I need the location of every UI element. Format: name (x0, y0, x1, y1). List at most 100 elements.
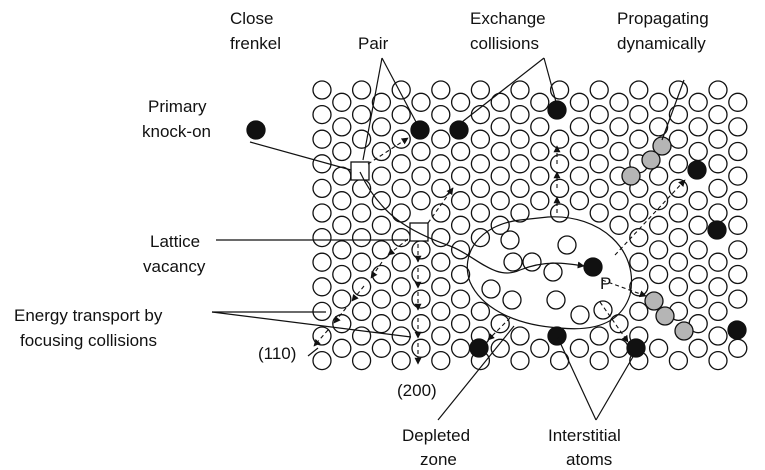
lattice-atom (312, 350, 332, 371)
lattice-atom (589, 326, 609, 346)
lattice-atom (549, 178, 570, 199)
displaced-atom (570, 305, 590, 325)
lattice-atom (510, 80, 530, 100)
label-interstitial-1: Interstitial (548, 426, 621, 445)
lattice-atom (411, 141, 431, 162)
displaced-atom (593, 300, 613, 320)
lattice-atom (648, 264, 669, 285)
lattice-atom (431, 227, 451, 248)
displaced-atom (522, 252, 542, 272)
label-depleted-2: zone (420, 450, 457, 469)
lattice-atom (371, 338, 392, 358)
lattice-atom (312, 227, 332, 248)
lattice-atom (728, 215, 748, 235)
lattice-atom (332, 141, 352, 162)
lattice-atom (609, 338, 629, 358)
lattice-atom (351, 350, 372, 371)
lattice-atom (728, 338, 748, 358)
lattice-atom (312, 277, 332, 297)
lattice-atom (629, 203, 649, 223)
vacancy-square-1 (350, 161, 370, 181)
lattice-atom (450, 215, 471, 235)
label-propagating-2: dynamically (617, 34, 706, 53)
lattice-atom (431, 129, 451, 149)
propagating-atom (655, 306, 675, 326)
lattice-atom (450, 240, 471, 260)
lattice-atom (609, 92, 629, 112)
lattice-atom (668, 104, 689, 125)
lattice-atom (371, 141, 392, 162)
lattice-atom (609, 215, 629, 235)
lattice-atom (391, 203, 411, 223)
lattice-atom (371, 117, 392, 137)
lattice-atom (648, 92, 669, 112)
lattice-atom (510, 203, 530, 223)
lattice-atom (470, 80, 491, 100)
lattice-atom (629, 129, 649, 149)
lattice-atom (688, 264, 708, 285)
lattice-atom (431, 154, 451, 174)
lattice-atom (371, 166, 392, 186)
lattice-atom (688, 191, 708, 211)
lattice-atom (391, 104, 411, 125)
label-energy-1: Energy transport by (14, 306, 163, 325)
lattice-atom (332, 117, 352, 137)
lattice-atom (371, 215, 392, 235)
lattice-atom (351, 203, 372, 223)
lattice-atom (629, 104, 649, 125)
lattice-atom (391, 154, 411, 174)
lattice-atom (371, 264, 392, 285)
interstitial-atom (449, 120, 469, 140)
interstitial-atom (469, 338, 489, 358)
displaced-atom (546, 290, 566, 310)
lattice-atom (351, 252, 372, 272)
lattice-atom (431, 350, 451, 371)
lattice-atom (728, 289, 748, 309)
label-close-frenkel-2: frenkel (230, 34, 281, 53)
lattice-atom (668, 350, 689, 371)
lattice-atom (668, 203, 689, 223)
lattice-atom (351, 227, 372, 248)
lattice-atom (332, 314, 352, 334)
lattice-atom (411, 166, 431, 186)
lattice-atom (530, 117, 550, 137)
lattice-atom (391, 301, 411, 322)
label-pair: Pair (358, 34, 389, 53)
lattice-atom (431, 203, 451, 223)
lattice-atom (530, 191, 550, 211)
label-depleted-1: Depleted (402, 426, 470, 445)
lattice-atom (708, 203, 728, 223)
lattice-atom (431, 277, 451, 297)
lattice-atom (708, 277, 728, 297)
lattice-atom (728, 240, 748, 260)
lattice-atom (629, 227, 649, 248)
lattice-atom (411, 191, 431, 211)
lattice-atom (510, 104, 530, 125)
lattice-atom (332, 338, 352, 358)
lattice-atom (688, 117, 708, 137)
lattice-atom (569, 92, 590, 112)
lattice-atom (431, 252, 451, 272)
lattice-atom (411, 338, 431, 358)
interstitial-atom (410, 120, 430, 140)
displaced-atom (503, 252, 523, 272)
lattice-atom (510, 178, 530, 199)
label-primary-1: Primary (148, 97, 207, 116)
lattice-atom (688, 141, 708, 162)
lattice-atom (530, 141, 550, 162)
lattice-atom (332, 289, 352, 309)
lattice-atom (668, 227, 689, 248)
lattice-atom (490, 338, 510, 358)
displaced-atom (502, 290, 522, 310)
lattice-atom (312, 80, 332, 100)
lattice-atom (351, 104, 372, 125)
label-energy-2: focusing collisions (20, 331, 157, 350)
lattice-atom (668, 277, 689, 297)
interstitial-atom (547, 100, 567, 120)
lattice-atom (668, 154, 689, 174)
collision-paths (313, 137, 686, 365)
lattice-atom (391, 178, 411, 199)
lattice-atom (450, 289, 471, 309)
lattice-atom (708, 350, 728, 371)
